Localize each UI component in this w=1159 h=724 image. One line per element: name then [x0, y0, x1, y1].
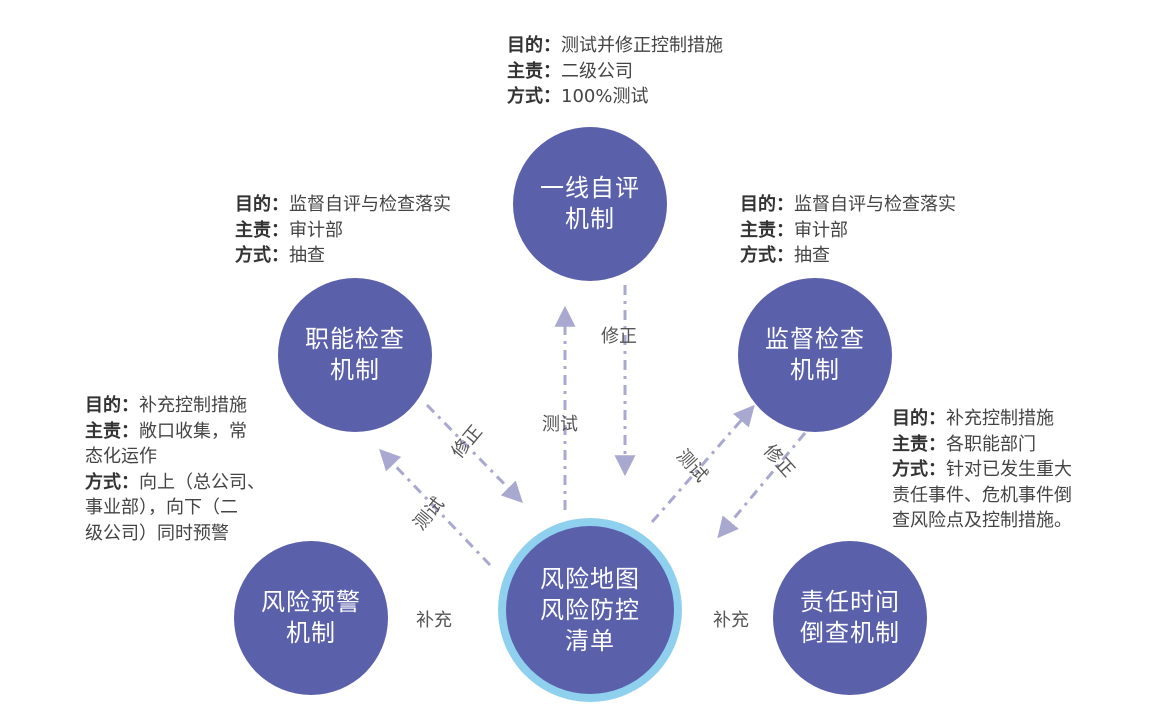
info-functional: 目的：监督自评与检查落实 主责：审计部 方式：抽查: [235, 192, 451, 269]
node-risk-warning: 风险预警 机制: [234, 541, 388, 695]
info-value: 补充控制措施: [139, 395, 247, 416]
info-key: 方式：: [85, 471, 139, 493]
node-functional-inspection: 职能检查 机制: [278, 278, 432, 432]
info-value: 抽查: [289, 245, 325, 266]
info-key: 主责：: [507, 60, 561, 82]
info-supervision: 目的：监督自评与检查落实 主责：审计部 方式：抽查: [740, 192, 956, 269]
info-value: 测试并修正控制措施: [561, 35, 723, 56]
node-label: 职能检查: [305, 325, 405, 353]
info-value: 100%测试: [561, 86, 649, 107]
info-value: 态化运作: [85, 446, 157, 467]
node-label: 风险预警: [261, 588, 361, 616]
edge-label-liability-supplement: 补充: [713, 610, 749, 631]
info-key: 目的：: [892, 408, 946, 429]
node-liability-lookback: 责任时间 倒查机制: [773, 541, 927, 695]
info-key: 主责：: [235, 219, 289, 241]
node-supervision-inspection: 监督检查 机制: [738, 278, 892, 432]
info-value: 审计部: [794, 219, 848, 241]
info-value: 监督自评与检查落实: [289, 194, 451, 215]
info-value: 针对已发生重大: [946, 459, 1072, 480]
info-key: 方式：: [740, 245, 794, 266]
arrow-functional-to-center: [425, 403, 523, 504]
node-label: 机制: [790, 356, 840, 384]
info-value: 向上（总公司、: [139, 471, 265, 493]
info-key: 方式：: [892, 459, 946, 480]
node-label: 责任时间: [800, 588, 900, 616]
node-label: 监督检查: [765, 325, 865, 353]
node-label: 机制: [330, 356, 380, 384]
node-frontline-self-assessment: 一线自评 机制: [513, 127, 667, 281]
info-key: 方式：: [507, 86, 561, 107]
info-value: 敞口收集，常: [139, 420, 247, 442]
node-label: 风险防控: [540, 595, 640, 624]
info-key: 目的：: [740, 194, 794, 215]
info-key: 目的：: [235, 194, 289, 215]
node-label: 机制: [565, 205, 615, 233]
info-key: 目的：: [85, 395, 139, 416]
arrow-center-to-functional: [379, 448, 492, 567]
info-key: 主责：: [85, 420, 139, 442]
arrow-supervision-to-center: [717, 432, 807, 539]
info-frontline: 目的：测试并修正控制措施 主责：二级公司 方式：100%测试: [507, 33, 723, 110]
info-value: 事业部），向下（二: [85, 497, 238, 518]
info-key: 主责：: [892, 433, 946, 455]
info-value: 责任事件、危机事件倒: [892, 484, 1072, 506]
node-label: 机制: [286, 619, 336, 647]
info-value: 级公司）同时预警: [85, 522, 229, 544]
info-key: 方式：: [235, 245, 289, 266]
node-risk-map-center: 风险地图 风险防控 清单: [506, 526, 674, 694]
info-value: 查风险点及控制措施。: [892, 510, 1072, 531]
arrow-center-to-supervision: [650, 404, 755, 523]
info-value: 抽查: [794, 245, 830, 266]
info-value: 审计部: [289, 219, 343, 241]
edge-label-frontline-fix: 修正: [601, 326, 637, 347]
info-value: 监督自评与检查落实: [794, 194, 956, 215]
edge-label-warning-supplement: 补充: [416, 610, 452, 631]
info-value: 补充控制措施: [946, 408, 1054, 429]
info-value: 二级公司: [561, 60, 633, 82]
edge-label-frontline-test: 测试: [542, 414, 578, 435]
node-label: 一线自评: [540, 174, 640, 202]
info-liability: 目的：补充控制措施 主责：各职能部门 方式：针对已发生重大 责任事件、危机事件倒…: [892, 406, 1072, 534]
node-label: 风险地图: [540, 564, 640, 593]
info-value: 各职能部门: [946, 433, 1036, 455]
node-label: 清单: [565, 626, 615, 655]
node-label: 倒查机制: [800, 619, 900, 647]
info-key: 目的：: [507, 35, 561, 56]
info-warning: 目的：补充控制措施 主责：敞口收集，常 态化运作 方式：向上（总公司、 事业部）…: [85, 393, 265, 546]
info-key: 主责：: [740, 219, 794, 241]
